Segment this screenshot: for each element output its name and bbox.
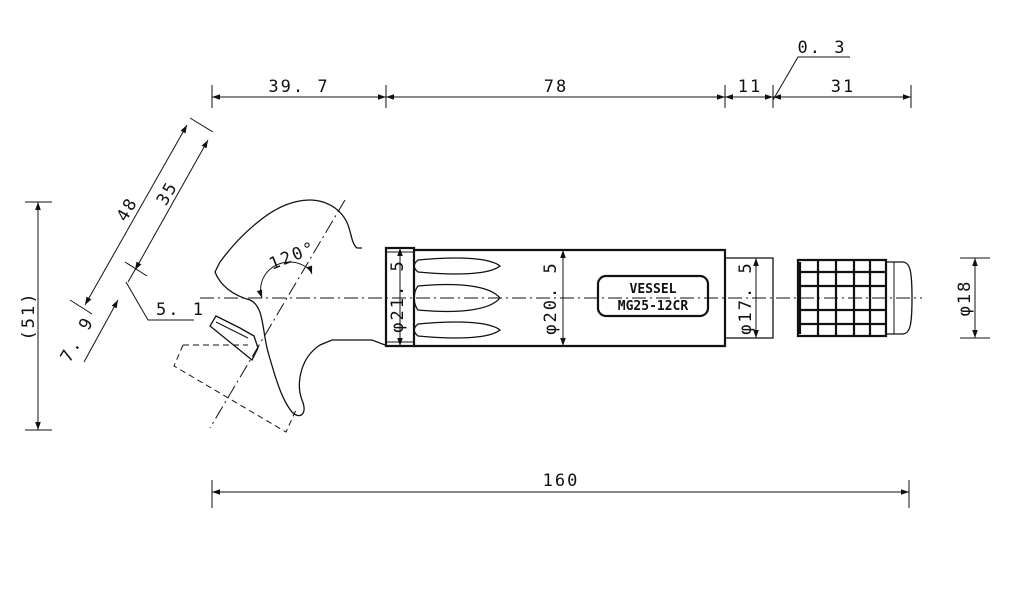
dim-phi-21-5: φ21. 5 [388, 259, 408, 332]
dim-31: 31 [831, 77, 855, 97]
dim-35: 35 [153, 178, 183, 209]
brand-text: VESSEL [630, 282, 677, 297]
model-text: MG25-12CR [618, 299, 689, 314]
dim-39-7: 39. 7 [268, 77, 329, 97]
dim-78: 78 [544, 77, 568, 97]
brand-label-plate [596, 274, 710, 318]
dim-51: (51) [19, 292, 39, 341]
leader-0-3 [772, 56, 850, 101]
wrench-head: 120° [173, 199, 386, 433]
dim-phi-18: φ18 [955, 280, 975, 317]
dim-160: 160 [543, 471, 580, 491]
knurled-knob [796, 258, 913, 338]
dim-phi-17-5: φ17. 5 [736, 261, 756, 334]
dim-7-9: 7. 9 [57, 313, 99, 365]
bottom-dimension: 160 [211, 471, 910, 508]
diagonal-dimensions: 48 35 7. 9 5. 1 [57, 117, 214, 366]
jaw-center-line [209, 199, 346, 429]
angle-120: 120° [266, 238, 319, 275]
dim-phi-20-5: φ20. 5 [541, 261, 561, 334]
handle: φ21. 5 φ20. 5 VESSEL MG25-12CR [384, 246, 727, 348]
dim-48: 48 [113, 194, 143, 225]
dim-line-35 [134, 139, 209, 271]
right-dimension: φ18 [955, 257, 990, 339]
dim-11: 11 [738, 77, 762, 97]
dim-0-3: 0. 3 [798, 38, 847, 58]
leader-5-1 [125, 281, 194, 321]
top-dimensions: 39. 7 78 11 31 0. 3 [211, 38, 912, 108]
dim-5-1: 5. 1 [156, 300, 205, 320]
left-dimension: (51) [19, 201, 52, 431]
neck: φ17. 5 [725, 257, 774, 339]
